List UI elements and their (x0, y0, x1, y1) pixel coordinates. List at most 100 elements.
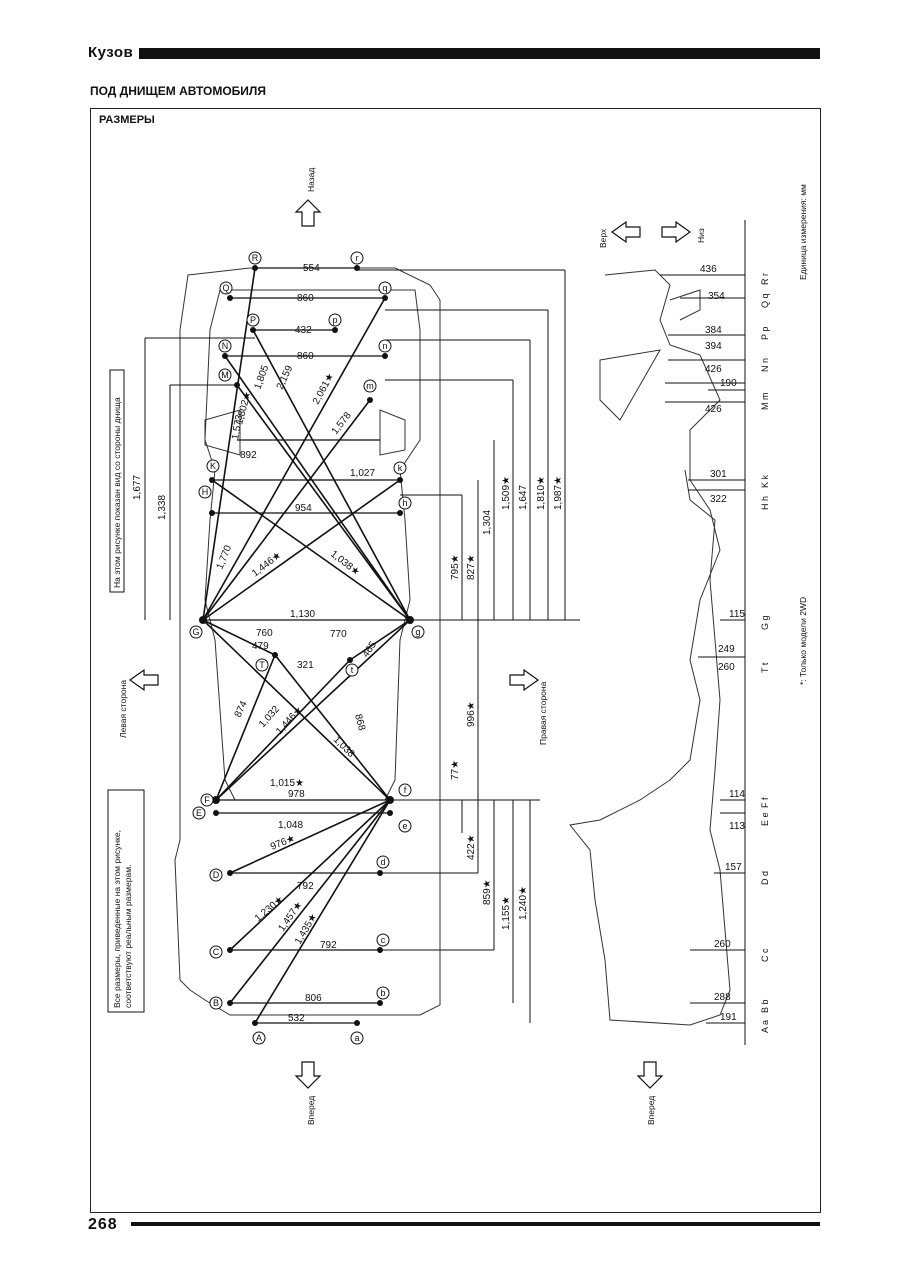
dim-v1509: 1,509★ (501, 476, 512, 510)
svg-text:M: M (221, 370, 229, 380)
label-left-side: Левая сторона (118, 680, 128, 738)
svg-text:F: F (204, 795, 210, 805)
side-label-aa: A a (760, 1020, 770, 1033)
arrow-right-icon (509, 668, 540, 692)
side-point-labels: R r Q q P p N n M m K k H h G g T t F f … (760, 273, 770, 1033)
svg-text:C: C (213, 947, 220, 957)
point-label-right: n (378, 339, 392, 353)
dim-792a: 792 (297, 881, 314, 892)
point-label-right: e (398, 819, 412, 833)
dim-v996: 996★ (466, 701, 477, 727)
side-label-kk: K k (760, 474, 770, 488)
arrow-top-icon (610, 220, 641, 244)
side-dimension-values: 436 354 384 394 426 190 426 301 322 115 … (700, 264, 745, 1023)
right-point-labels: r q p n m k h g t f e d c b a (328, 251, 425, 1045)
svg-text:t: t (351, 665, 354, 675)
point-label-right: p (328, 313, 342, 327)
left-point-labels: R Q P N M K H G T F E D C B A (189, 251, 269, 1045)
dim-770: 770 (330, 629, 347, 640)
note-units: Единица измерения: мм (798, 184, 808, 280)
side-label-nn: N n (760, 358, 770, 372)
svg-text:B: B (213, 998, 219, 1008)
point-label-left: R (248, 251, 262, 265)
svg-text:K: K (210, 461, 216, 471)
label-rear: Назад (306, 168, 316, 192)
direction-labels: Назад Вперед Вперед Левая сторона Правая… (118, 168, 706, 1125)
dim-v1304: 1,304 (482, 510, 493, 535)
point-label-left: D (209, 868, 223, 882)
side-profile-outline (569, 269, 731, 1026)
svg-text:p: p (332, 315, 337, 325)
side-113: 113 (729, 821, 745, 832)
point-label-right: r (350, 251, 364, 265)
point-label-left: B (209, 996, 223, 1010)
svg-text:f: f (404, 785, 407, 795)
dim-v1987: 1,987★ (553, 476, 564, 510)
point-markers (199, 265, 414, 1026)
side-label-ff: F f (760, 797, 770, 808)
point-label-left: T (255, 658, 269, 672)
side-436: 436 (700, 264, 717, 275)
dim-v1338: 1,338 (157, 495, 168, 520)
side-label-pp: P p (760, 327, 770, 340)
direction-arrows (128, 199, 692, 1089)
point-label-left: G (189, 625, 203, 639)
point-label-left: E (192, 806, 206, 820)
dim-v1677: 1,677 (132, 475, 143, 500)
vertical-dim-lines (144, 269, 580, 1023)
side-190: 190 (720, 378, 737, 389)
svg-text:c: c (381, 935, 386, 945)
arrow-up-rear-icon (294, 199, 322, 227)
arrow-left-icon (128, 668, 159, 692)
header-rule (139, 48, 820, 59)
notes: На этом рисунке показан вид со стороны д… (107, 184, 808, 1013)
svg-text:T: T (259, 660, 265, 670)
dim-v859: 859★ (482, 879, 493, 905)
plan-diagonals (202, 267, 411, 1024)
svg-text:H: H (202, 487, 209, 497)
side-249: 249 (718, 644, 735, 655)
side-354: 354 (708, 291, 725, 302)
side-288: 288 (714, 992, 731, 1003)
svg-text:h: h (402, 498, 407, 508)
point-label-right: b (376, 986, 390, 1000)
dim-874: 874 (233, 699, 250, 719)
dim-806: 806 (305, 993, 322, 1004)
point-label-right: a (350, 1031, 364, 1045)
point-label-left: K (206, 459, 220, 473)
footer-rule (131, 1222, 820, 1226)
dim-1578: 1,578 (330, 410, 354, 437)
side-301: 301 (710, 469, 727, 480)
dim-321: 321 (297, 660, 314, 671)
side-label-cc: C c (760, 948, 770, 962)
label-forward-right: Вперед (646, 1096, 656, 1125)
dim-v1810: 1,810★ (536, 476, 547, 510)
frame-label: РАЗМЕРЫ (99, 114, 155, 126)
plan-dimension-values: 554 860 432 860 892 1,027 954 1,130 760 … (132, 263, 564, 1024)
point-label-left: Q (219, 281, 233, 295)
side-115: 115 (729, 609, 745, 620)
dim-1130: 1,130 (290, 609, 315, 620)
side-384: 384 (705, 325, 722, 336)
svg-text:d: d (380, 857, 385, 867)
svg-text:q: q (382, 283, 387, 293)
label-top: Верх (598, 228, 608, 248)
note-actual-sizes-2: соответствуют реальным размерам. (123, 865, 133, 1008)
dim-1770: 1,770 (215, 543, 235, 571)
svg-text:R: R (252, 253, 259, 263)
dim-792b: 792 (320, 940, 337, 951)
side-label-tt: T t (760, 662, 770, 673)
dim-1573: 1,573 (230, 414, 245, 441)
dim-v827: 827★ (466, 554, 477, 580)
label-bottom: Низ (696, 228, 706, 243)
dim-892: 892 (240, 450, 257, 461)
point-label-right: g (411, 625, 425, 639)
arrow-down-forward-side-icon (636, 1061, 664, 1089)
svg-text:E: E (196, 808, 202, 818)
label-right-side: Правая сторона (538, 681, 548, 745)
note-bottom-view: На этом рисунке показан вид со стороны д… (112, 397, 122, 588)
section-title: ПОД ДНИЩЕМ АВТОМОБИЛЯ (90, 84, 266, 98)
svg-text:k: k (398, 463, 403, 473)
point-label-right: m (363, 379, 377, 393)
